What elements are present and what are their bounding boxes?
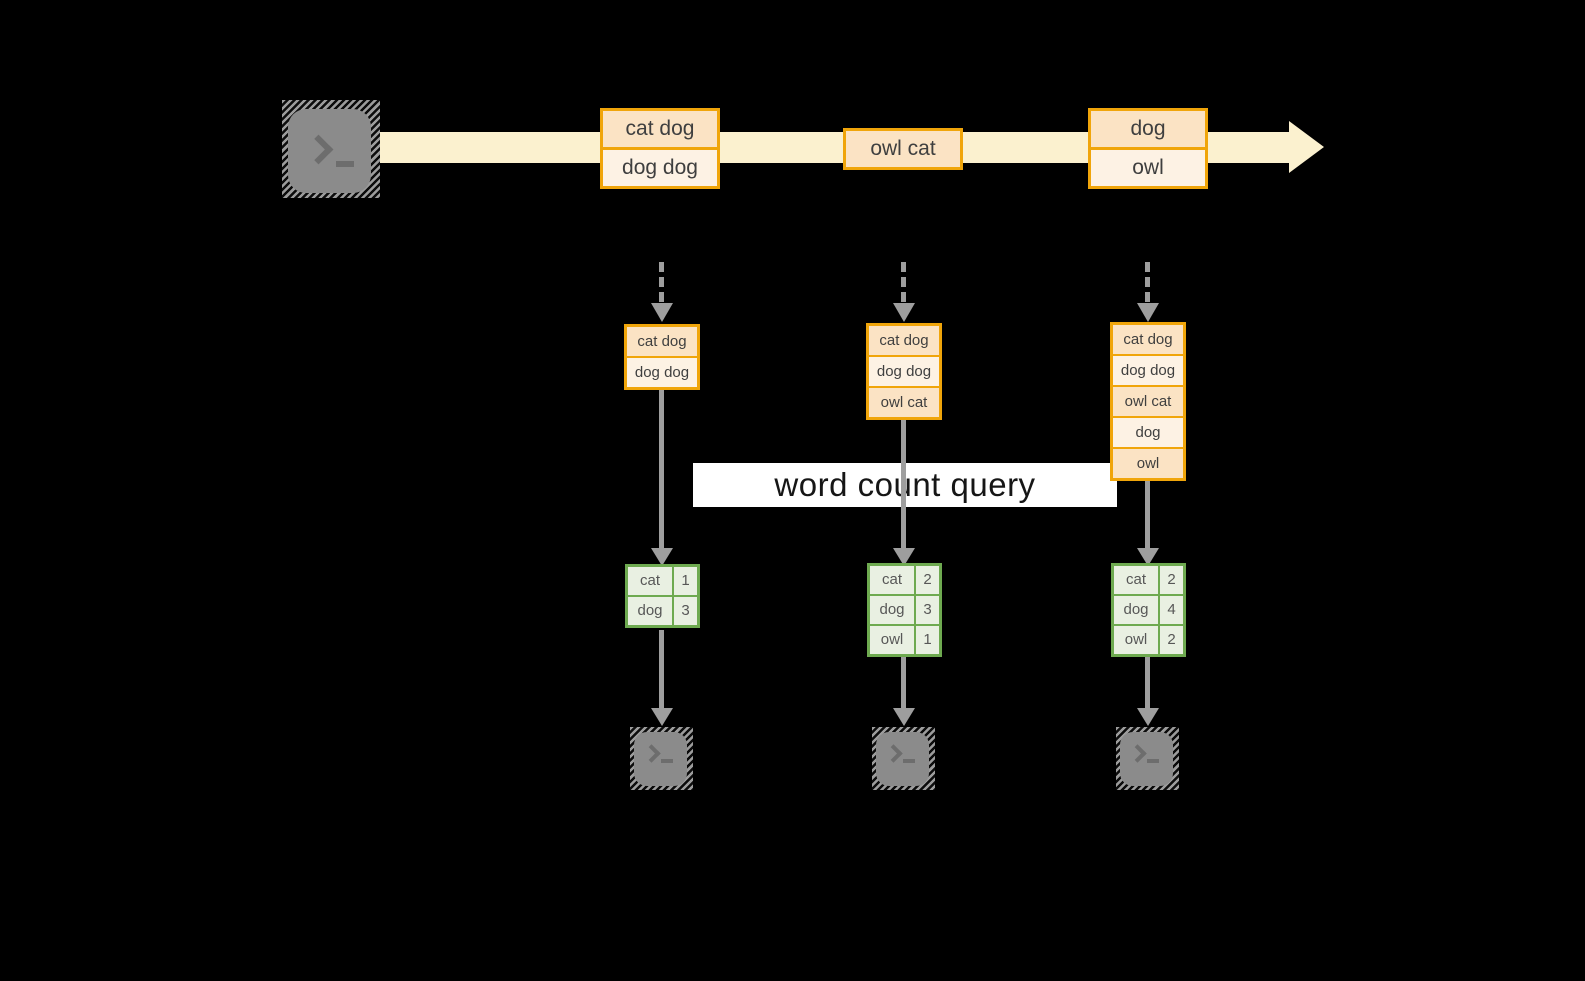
event-line: cat dog xyxy=(603,111,717,147)
flow-arrow-head-icon xyxy=(1137,708,1159,726)
terminal-window xyxy=(1120,732,1173,786)
state-row: owl xyxy=(1113,447,1183,478)
count-table-3: cat 2 dog 4 owl 2 xyxy=(1111,563,1186,657)
count-cell-word: dog xyxy=(628,597,672,625)
flow-arrow xyxy=(659,630,664,708)
flow-arrow xyxy=(901,657,906,708)
dashed-arrow-head-icon xyxy=(1137,303,1159,322)
source-terminal-icon xyxy=(282,100,380,198)
sink-terminal-icon xyxy=(872,727,935,790)
count-cell-value: 4 xyxy=(1160,596,1183,624)
count-cell-value: 2 xyxy=(916,566,939,594)
count-cell-value: 1 xyxy=(674,567,697,595)
terminal-cursor-icon xyxy=(336,161,354,167)
state-row: cat dog xyxy=(869,326,939,355)
event-line: owl xyxy=(1091,147,1205,186)
dashed-arrow-head-icon xyxy=(651,303,673,322)
count-cell-word: dog xyxy=(870,596,914,624)
count-cell-word: dog xyxy=(1114,596,1158,624)
count-cell-word: cat xyxy=(1114,566,1158,594)
count-cell-value: 2 xyxy=(1160,626,1183,654)
dashed-arrow-icon xyxy=(1145,262,1150,302)
terminal-prompt-icon xyxy=(642,744,661,763)
terminal-window xyxy=(876,732,929,786)
state-box-3: cat dog dog dog owl cat dog owl xyxy=(1110,322,1186,481)
count-cell-value: 1 xyxy=(916,626,939,654)
flow-arrow xyxy=(1145,657,1150,708)
terminal-window xyxy=(288,109,371,193)
state-row: cat dog xyxy=(1113,325,1183,354)
sink-terminal-icon xyxy=(1116,727,1179,790)
count-cell-value: 3 xyxy=(674,597,697,625)
count-cell-word: owl xyxy=(870,626,914,654)
flow-arrow-head-icon xyxy=(893,708,915,726)
count-cell-word: cat xyxy=(628,567,672,595)
event-line: dog xyxy=(1091,111,1205,147)
flow-arrow xyxy=(901,418,906,548)
state-row: owl cat xyxy=(1113,385,1183,416)
terminal-cursor-icon xyxy=(903,759,915,763)
dashed-arrow-icon xyxy=(901,262,906,302)
count-cell-value: 3 xyxy=(916,596,939,624)
count-table-1: cat 1 dog 3 xyxy=(625,564,700,628)
state-row: dog dog xyxy=(869,355,939,386)
terminal-prompt-icon xyxy=(1128,744,1147,763)
flow-arrow-head-icon xyxy=(893,548,915,566)
flow-arrow xyxy=(1145,481,1150,548)
count-cell-word: owl xyxy=(1114,626,1158,654)
state-row: dog xyxy=(1113,416,1183,447)
stream-event-box-1: cat dog dog dog xyxy=(600,108,720,189)
terminal-prompt-icon xyxy=(303,134,334,165)
flow-arrow-head-icon xyxy=(1137,548,1159,566)
terminal-cursor-icon xyxy=(1147,759,1159,763)
flow-arrow xyxy=(659,386,664,548)
stream-arrow-head xyxy=(1289,121,1324,173)
stream-event-box-2: owl cat xyxy=(843,128,963,170)
state-row: owl cat xyxy=(869,386,939,417)
state-row: dog dog xyxy=(627,356,697,387)
state-row: dog dog xyxy=(1113,354,1183,385)
flow-arrow-head-icon xyxy=(651,708,673,726)
count-cell-word: cat xyxy=(870,566,914,594)
flow-arrow-head-icon xyxy=(651,548,673,566)
terminal-cursor-icon xyxy=(661,759,673,763)
count-cell-value: 2 xyxy=(1160,566,1183,594)
state-box-1: cat dog dog dog xyxy=(624,324,700,390)
state-row: cat dog xyxy=(627,327,697,356)
stream-event-box-3: dog owl xyxy=(1088,108,1208,189)
dashed-arrow-icon xyxy=(659,262,664,302)
terminal-prompt-icon xyxy=(884,744,903,763)
terminal-window xyxy=(634,732,687,786)
event-line: owl cat xyxy=(846,131,960,167)
event-line: dog dog xyxy=(603,147,717,186)
sink-terminal-icon xyxy=(630,727,693,790)
count-table-2: cat 2 dog 3 owl 1 xyxy=(867,563,942,657)
state-box-2: cat dog dog dog owl cat xyxy=(866,323,942,420)
dashed-arrow-head-icon xyxy=(893,303,915,322)
